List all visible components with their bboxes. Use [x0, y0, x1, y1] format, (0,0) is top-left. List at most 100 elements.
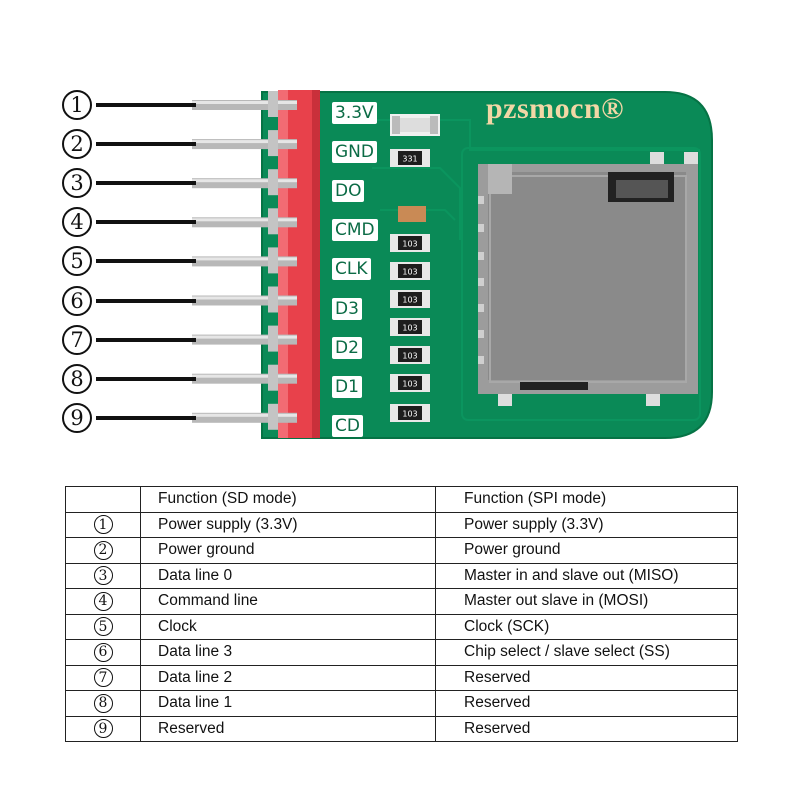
resistor-code-4: 103: [402, 296, 417, 305]
row-pin-cell: 3: [65, 562, 141, 589]
row-pin-cell: 5: [65, 613, 141, 640]
header-pin-highlight-3: [192, 179, 297, 183]
pin-number-6: 6: [62, 285, 92, 316]
row-pin-number: 9: [93, 719, 113, 739]
wire-1: [96, 103, 196, 107]
header-pin-7: [192, 334, 297, 345]
capacitor: [398, 206, 426, 222]
row-sd-function: Power supply (3.3V): [140, 511, 436, 538]
header-pin-8: [192, 373, 297, 384]
resistor-6: 103: [390, 346, 430, 364]
pin-number-3: 3: [62, 168, 92, 199]
row-pin-number: 1: [93, 515, 113, 535]
pcb-label-6: D3: [332, 297, 362, 320]
header-pin-bend-8: [268, 364, 278, 391]
pcb-label-2: GND: [332, 141, 377, 164]
led-component: [390, 114, 440, 136]
header-pin-bend-7: [268, 325, 278, 352]
row-spi-function: Master in and slave out (MISO): [435, 562, 738, 589]
row-spi-function: Reserved: [435, 715, 738, 742]
row-pin-number: 6: [93, 642, 113, 662]
header-pin-highlight-7: [192, 335, 297, 339]
header-sd-mode: Function (SD mode): [140, 486, 436, 513]
function-table: Function (SD mode) Function (SPI mode) 1…: [65, 486, 738, 742]
header-pin-bend-6: [268, 286, 278, 313]
pcb-label-3: DO: [332, 180, 365, 203]
row-sd-function: Data line 1: [140, 690, 436, 717]
header-pin-highlight-4: [192, 218, 297, 222]
header-pin-highlight-9: [192, 413, 297, 417]
wire-5: [96, 259, 196, 264]
resistor-code-8: 103: [402, 410, 417, 419]
pin-number-5: 5: [62, 246, 92, 277]
wire-7: [96, 337, 196, 342]
header-pin-5: [192, 256, 297, 267]
row-spi-function: Clock (SCK): [435, 613, 738, 640]
row-spi-function: Reserved: [435, 664, 738, 691]
header-pin-6: [192, 295, 297, 306]
wire-2: [96, 142, 196, 147]
header-pin-bend-9: [268, 403, 278, 430]
row-pin-cell: 4: [65, 588, 141, 615]
resistor-code-5: 103: [402, 324, 417, 333]
row-pin-cell: 9: [65, 715, 141, 742]
row-sd-function: Data line 0: [140, 562, 436, 589]
row-sd-function: Data line 2: [140, 664, 436, 691]
row-pin-number: 2: [93, 540, 113, 560]
brand-logo: pzsmocn®: [486, 92, 625, 125]
resistor-code-2: 103: [402, 240, 417, 249]
pin-number-8: 8: [62, 363, 92, 394]
header-pin-highlight-1: [192, 101, 297, 104]
row-pin-number: 7: [93, 668, 113, 688]
table-header-row: Function (SD mode) Function (SPI mode): [65, 486, 738, 513]
header-pin-bend-3: [268, 169, 278, 196]
pcb-label-4: CMD: [332, 219, 378, 242]
row-sd-function: Clock: [140, 613, 436, 640]
header-spi-mode: Function (SPI mode): [435, 486, 738, 513]
header-pins: [192, 91, 297, 430]
resistor-code-3: 103: [402, 268, 417, 277]
row-pin-number: 8: [93, 693, 113, 713]
row-pin-number: 4: [93, 591, 113, 611]
sd-card-slot: [478, 152, 698, 406]
header-pin-bend-4: [268, 208, 278, 235]
wire-4: [96, 220, 196, 225]
header-pin-bend-1: [268, 91, 278, 117]
row-sd-function: Command line: [140, 588, 436, 615]
row-pin-cell: 8: [65, 690, 141, 717]
row-spi-function: Chip select / slave select (SS): [435, 639, 738, 666]
resistor-8: 103: [390, 404, 430, 422]
row-spi-function: Power ground: [435, 537, 738, 564]
header-pin-highlight-2: [192, 140, 297, 144]
pin-number-7: 7: [62, 324, 92, 355]
pin-number-9: 9: [62, 402, 92, 433]
header-pin-3: [192, 178, 297, 189]
header-pin-2: [192, 139, 297, 150]
wire-3: [96, 181, 196, 186]
header-pin-4: [192, 217, 297, 228]
resistor-5: 103: [390, 318, 430, 336]
row-pin-number: 5: [93, 617, 113, 637]
header-pin-1: [192, 100, 297, 110]
row-pin-cell: 1: [65, 511, 141, 538]
resistor-code-6: 103: [402, 352, 417, 361]
header-pin: [65, 486, 141, 513]
pin-number-1: 1: [62, 90, 92, 120]
row-spi-function: Master out slave in (MOSI): [435, 588, 738, 615]
resistor-7: 103: [390, 374, 430, 392]
header-pin-highlight-8: [192, 374, 297, 378]
pcb-label-9: CD: [332, 414, 363, 437]
row-sd-function: Power ground: [140, 537, 436, 564]
header-pin-highlight-6: [192, 296, 297, 300]
